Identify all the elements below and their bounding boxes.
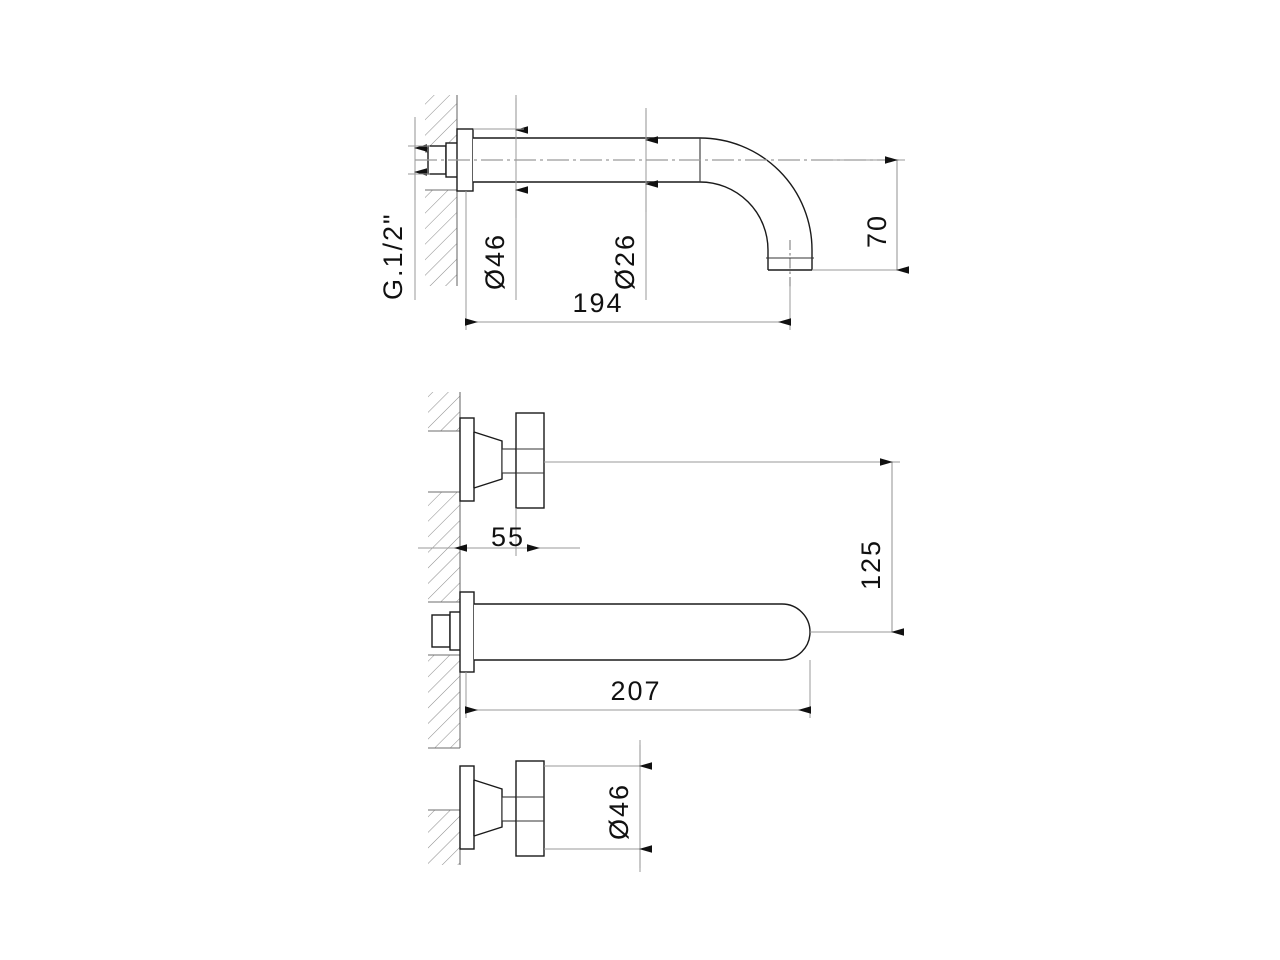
thread-label: G.1/2" (378, 212, 408, 300)
handle-top-lever (515, 412, 545, 509)
handle-assembly-top (459, 412, 545, 509)
wall-hatch-lower-c (428, 655, 460, 748)
handle-dia-label: Ø46 (604, 783, 634, 840)
dimension-handle-projection: 55 (418, 508, 580, 556)
flange-dia-label: Ø46 (480, 233, 510, 290)
dimension-projection-side: 194 (464, 191, 792, 330)
spout-plan (431, 591, 811, 673)
dimension-handle-dia: Ø46 (544, 740, 653, 872)
wall-hatch-upper-b (425, 190, 457, 286)
wall-hatch-lower-d (428, 810, 460, 865)
dimension-handle-spacing: 125 (544, 458, 905, 636)
drop-label: 70 (862, 214, 892, 248)
dimension-flange-dia: Ø46 (473, 95, 529, 300)
spout-outer-profile (473, 137, 813, 270)
side-elevation-view: G.1/2" Ø46 Ø26 70 (378, 95, 910, 330)
handle-bottom-lever (515, 760, 545, 857)
spacing-label: 125 (856, 539, 886, 590)
spout-inner-profile (473, 181, 769, 270)
dimension-spout-dia: Ø26 (610, 108, 659, 300)
wall-section-upper (425, 95, 458, 286)
handle-assembly-bottom (459, 760, 545, 857)
proj-label: 194 (572, 288, 623, 318)
dimension-spout-drop: 70 (812, 156, 910, 274)
dimension-projection-plan: 207 (464, 660, 812, 718)
wall-hatch-lower-b (428, 492, 460, 602)
spout-body-upper (473, 137, 814, 288)
plan-view: 55 125 207 (418, 392, 905, 872)
wall-hatch-lower-a (428, 392, 460, 431)
spout-dia-label: Ø26 (610, 233, 640, 290)
dimension-thread: G.1/2" (378, 117, 430, 300)
handle-proj-label: 55 (491, 522, 525, 552)
plan-proj-label: 207 (610, 676, 661, 706)
